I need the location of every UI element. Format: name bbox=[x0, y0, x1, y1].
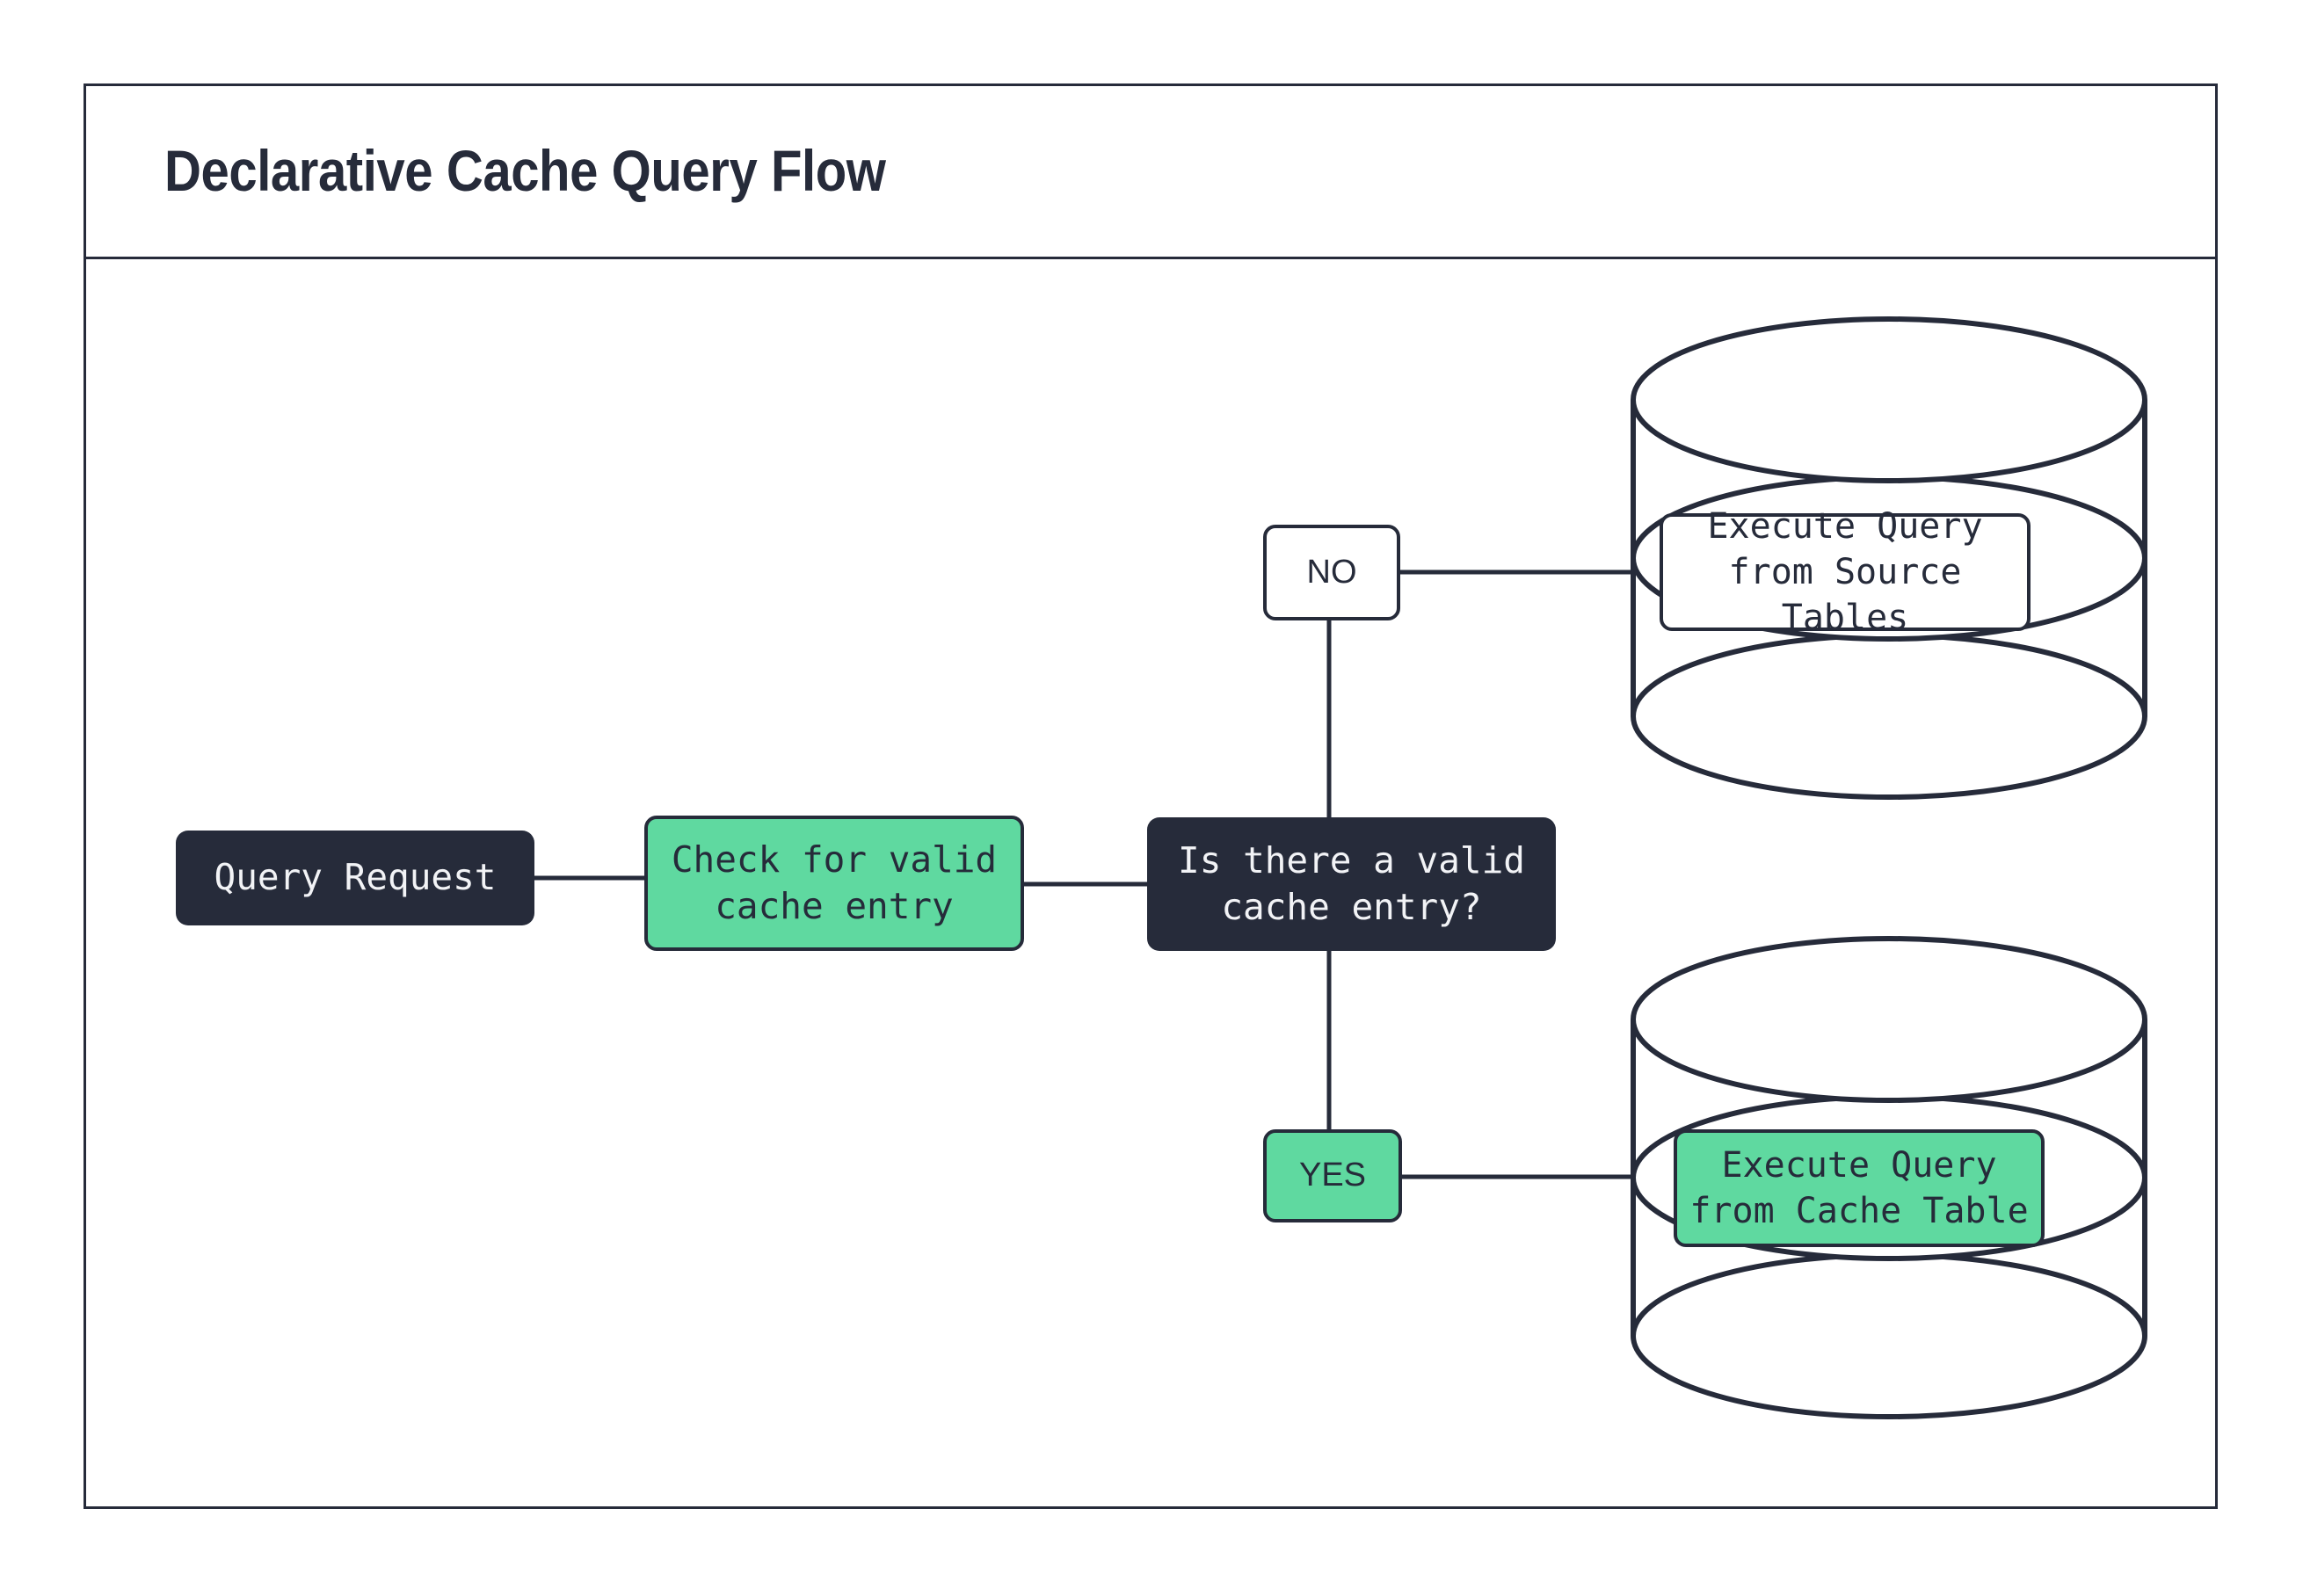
node-query-request[interactable]: Query Request bbox=[176, 831, 534, 925]
node-execute-query-from-cache-table[interactable]: Execute Query from Cache Table bbox=[1674, 1129, 2045, 1247]
branch-label-yes[interactable]: YES bbox=[1263, 1129, 1402, 1222]
diagram-title-bar: Declarative Cache Query Flow bbox=[84, 83, 2218, 259]
diagram-frame bbox=[84, 83, 2218, 1509]
branch-label-no[interactable]: NO bbox=[1263, 525, 1400, 620]
page-title: Declarative Cache Query Flow bbox=[164, 137, 886, 203]
node-execute-query-from-source-tables[interactable]: Execute Query from Source Tables bbox=[1660, 506, 2031, 638]
node-decision-valid-cache-entry[interactable]: Is there a valid cache entry? bbox=[1147, 817, 1556, 951]
node-check-for-valid-cache-entry[interactable]: Check for valid cache entry bbox=[644, 816, 1024, 951]
